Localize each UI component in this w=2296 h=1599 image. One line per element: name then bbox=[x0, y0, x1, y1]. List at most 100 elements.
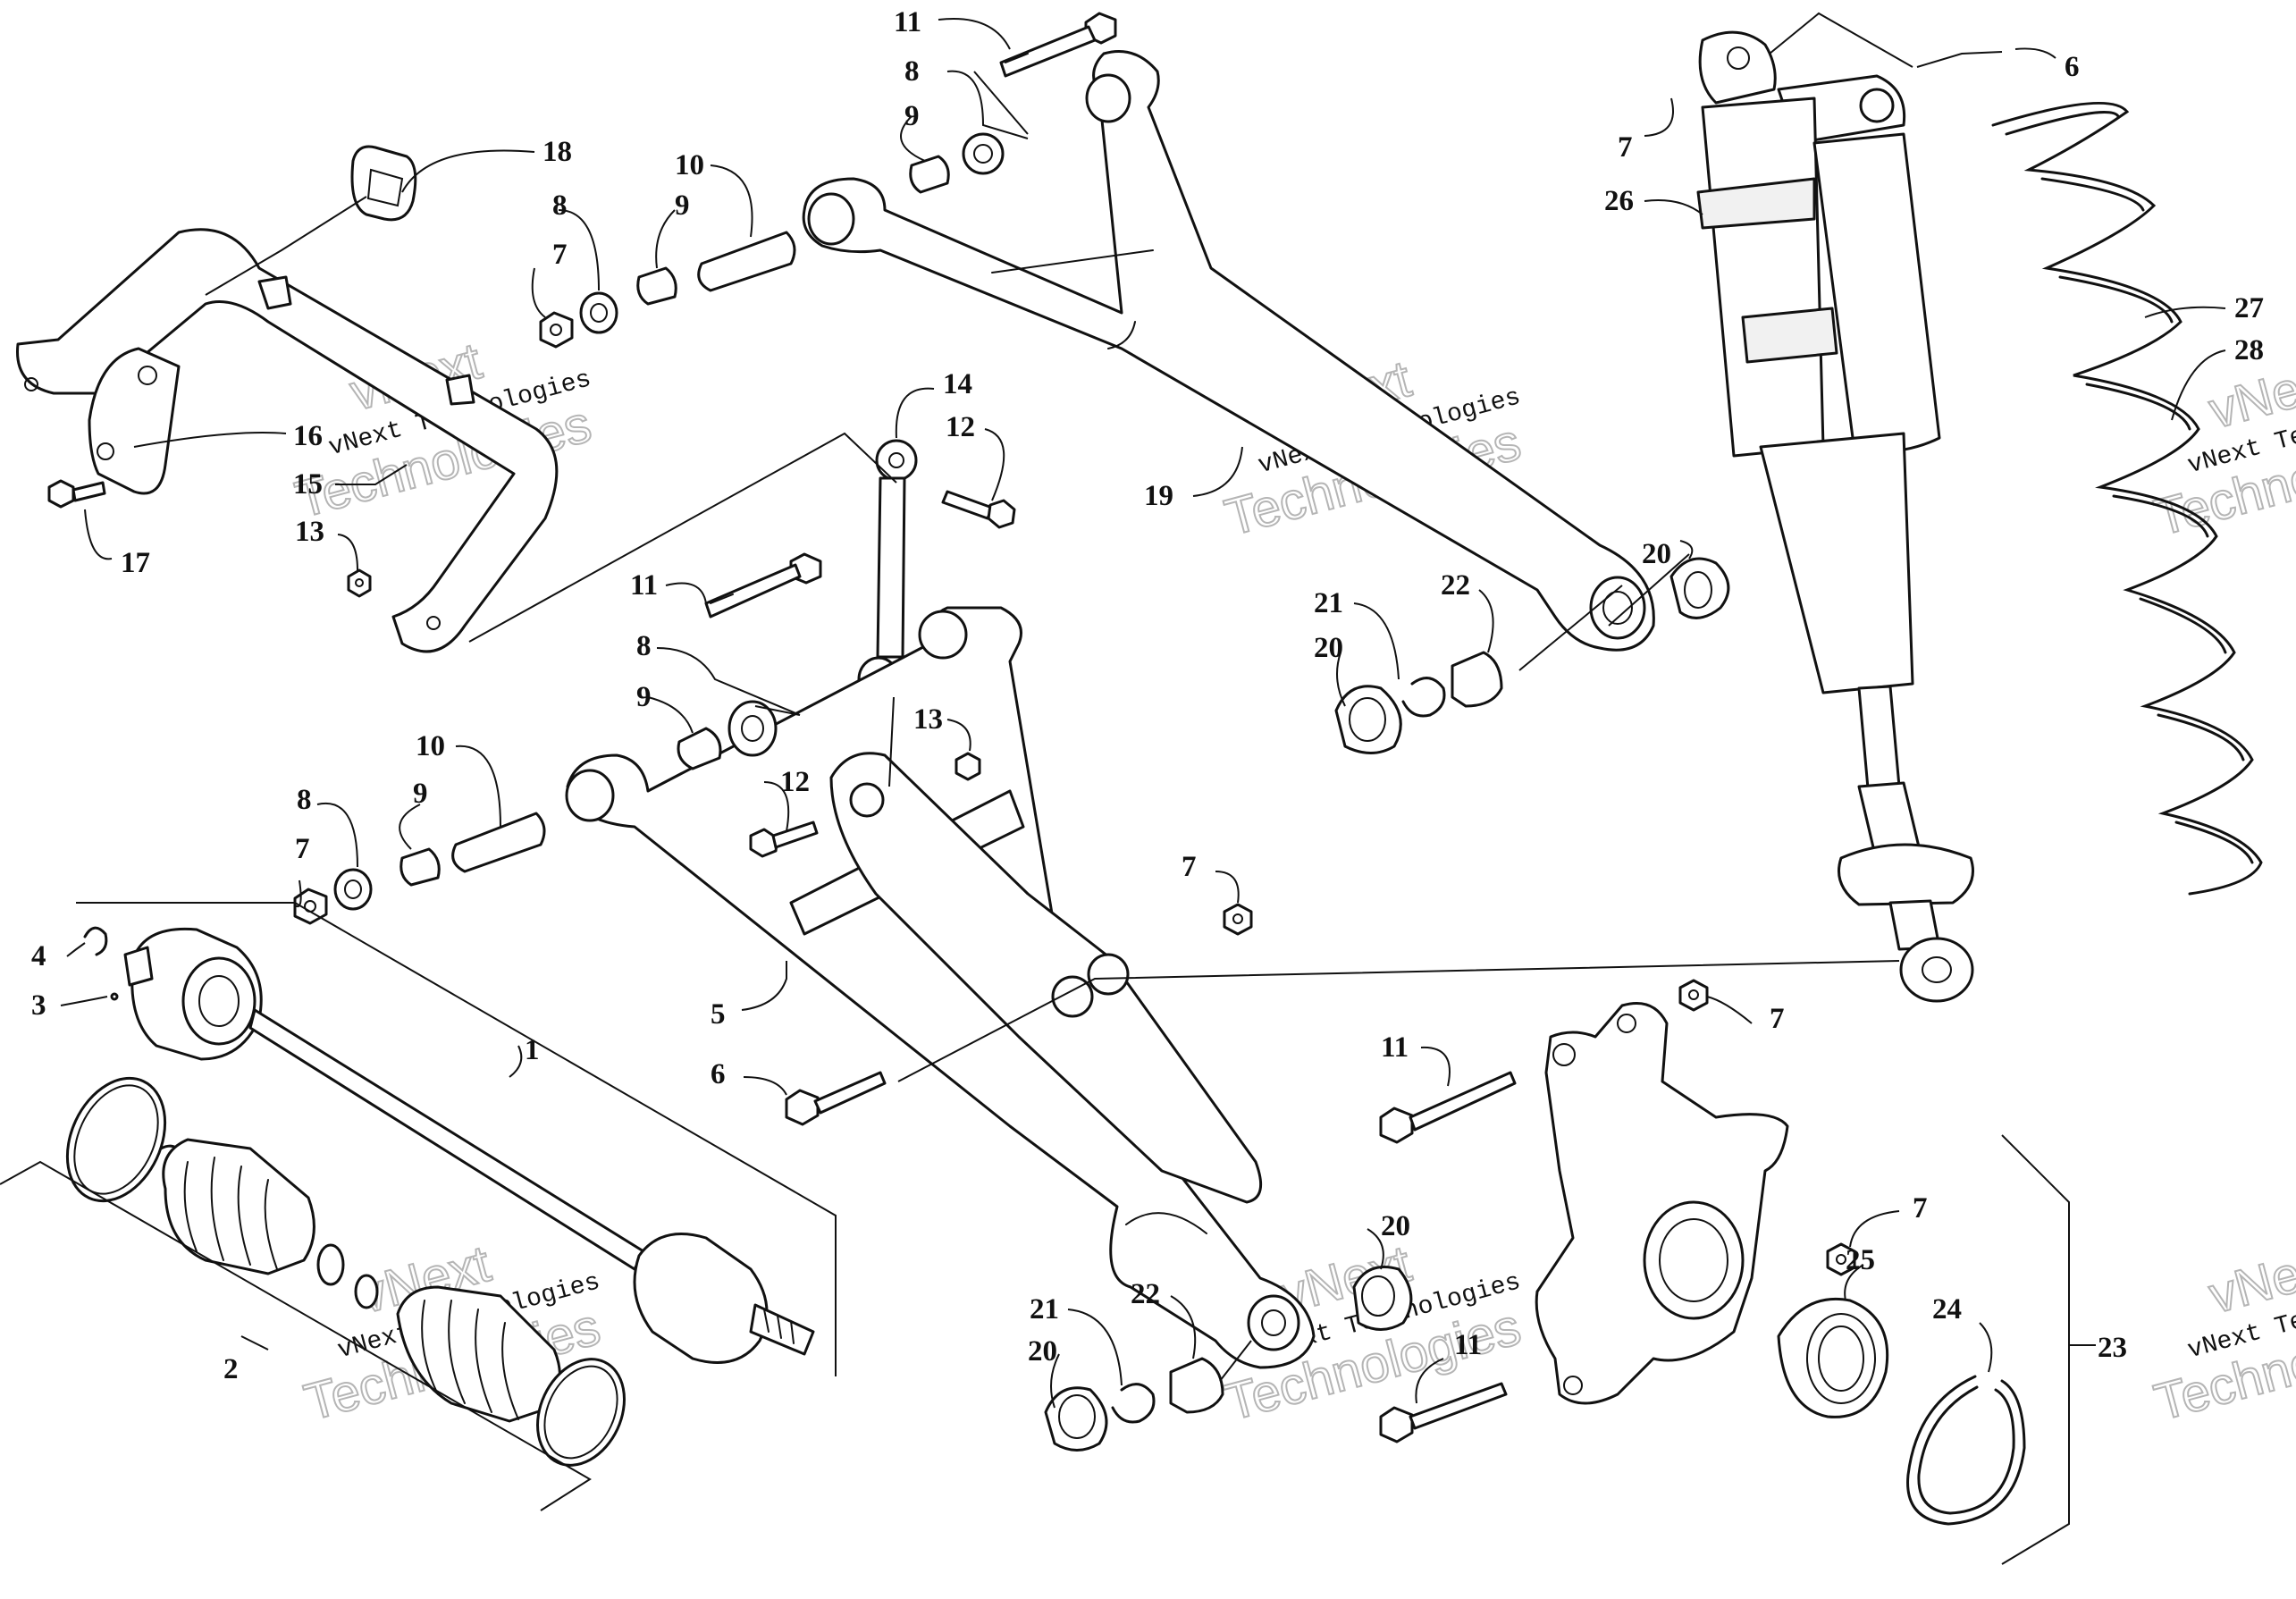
callout-8-lower: 8 bbox=[297, 784, 312, 816]
band-lower bbox=[1741, 307, 1838, 364]
snap-ring-21-upper bbox=[1401, 677, 1446, 718]
callout-7-upper-left: 7 bbox=[552, 239, 568, 271]
callout-22-lower: 22 bbox=[1131, 1278, 1160, 1310]
stabilizer-bar bbox=[16, 228, 559, 653]
snap-ring-24 bbox=[1906, 1375, 2026, 1526]
bar-clip bbox=[445, 374, 475, 406]
callout-11-knuckle: 11 bbox=[1381, 1031, 1409, 1064]
callout-22-upper: 22 bbox=[1441, 569, 1470, 602]
callout-7-center: 7 bbox=[1182, 851, 1197, 883]
snap-ring-4 bbox=[83, 926, 108, 956]
callout-5: 5 bbox=[711, 998, 726, 1031]
ball-stud-22-upper bbox=[1451, 651, 1503, 708]
upper-a-arm-assembly bbox=[539, 12, 1655, 652]
shock-mount-hole bbox=[1051, 975, 1094, 1018]
callout-24: 24 bbox=[1932, 1293, 1962, 1325]
washer-8-mid bbox=[727, 700, 778, 757]
bolt-12-upper bbox=[941, 490, 1016, 529]
callout-3: 3 bbox=[31, 989, 46, 1022]
callout-7-knuckle: 7 bbox=[1770, 1003, 1785, 1035]
shock-body bbox=[1701, 97, 1825, 458]
watermarks: vNext vNext Technologies Technologies vN… bbox=[289, 331, 2296, 1433]
callout-20-upper-left: 20 bbox=[1314, 632, 1343, 664]
svg-text:vNext: vNext bbox=[2203, 1234, 2296, 1325]
callout-20-lower-left: 20 bbox=[1028, 1335, 1057, 1368]
snap-ring-21-lower bbox=[1111, 1383, 1156, 1424]
callout-6-lower: 6 bbox=[711, 1058, 726, 1090]
lower-arm-bushing-end bbox=[918, 610, 968, 660]
bushing-9-lower bbox=[399, 847, 441, 887]
ball-joint-cap-20-lower-right bbox=[1352, 1266, 1413, 1331]
shock-absorber-assembly bbox=[1696, 30, 2263, 1003]
shock-lower-body bbox=[1759, 432, 1914, 694]
callout-17: 17 bbox=[121, 547, 150, 579]
sleeve-10-upper bbox=[697, 231, 796, 292]
callout-8-upper-left: 8 bbox=[552, 189, 568, 222]
coil-spring bbox=[1991, 101, 2263, 896]
shock-bottom-eye bbox=[1899, 937, 1974, 1003]
nut-7-upper-left bbox=[539, 311, 574, 349]
shock-mount-bracket bbox=[829, 752, 1263, 1204]
callout-labels: 1 2 3 4 5 6 6 7 7 7 7 7 7 8 8 8 8 9 9 9 … bbox=[31, 6, 2264, 1385]
callout-26: 26 bbox=[1604, 185, 1634, 217]
lower-a-arm bbox=[566, 606, 1316, 1369]
nut-7-lower-left bbox=[293, 888, 328, 925]
stabilizer-bar-assembly bbox=[16, 145, 559, 653]
ball-joint-lower bbox=[1247, 1294, 1300, 1351]
reservoir bbox=[1812, 132, 1941, 454]
nut-7-knuckle bbox=[1826, 1242, 1856, 1276]
bar-end-hole bbox=[426, 616, 441, 630]
bushing-9-top bbox=[909, 155, 950, 194]
callout-23: 23 bbox=[2098, 1332, 2127, 1364]
callout-11-top: 11 bbox=[894, 6, 921, 38]
callout-8-mid: 8 bbox=[636, 630, 652, 662]
sway-link-rod bbox=[876, 476, 906, 659]
link-mount-hole bbox=[849, 782, 885, 818]
leader-lines bbox=[0, 12, 2226, 1565]
callout-12-lower: 12 bbox=[780, 766, 810, 798]
callout-4: 4 bbox=[31, 940, 46, 972]
bolt-11-knuckle-top bbox=[1379, 1071, 1517, 1144]
boot-clamp-large bbox=[65, 1076, 167, 1203]
watermark: vNext vNext Technologies Technologies bbox=[2148, 1233, 2296, 1433]
callout-13-top: 13 bbox=[295, 516, 324, 548]
a-arm-bushing-end bbox=[807, 192, 855, 246]
callout-12-upper: 12 bbox=[946, 411, 975, 443]
ball-joint-cap-20-lower-left bbox=[1044, 1386, 1108, 1452]
callout-13-lower: 13 bbox=[913, 703, 943, 736]
washer-8-top bbox=[962, 132, 1005, 175]
bolt-11-top bbox=[999, 12, 1117, 78]
washer-8-lower bbox=[333, 868, 373, 911]
callout-8-top: 8 bbox=[904, 55, 920, 88]
nut-13-top bbox=[347, 568, 372, 598]
bushing-18 bbox=[350, 145, 417, 222]
ball-joint-hardware bbox=[1044, 557, 1730, 1452]
bushing-9-upper-left bbox=[636, 266, 677, 306]
bushing-18-slot bbox=[366, 168, 404, 207]
lower-arm-bushing-end bbox=[565, 769, 615, 822]
nut-7-center bbox=[1223, 903, 1253, 936]
callout-27: 27 bbox=[2234, 292, 2264, 324]
callout-16: 16 bbox=[293, 420, 323, 452]
shock-top-eye bbox=[1698, 30, 1777, 105]
upper-a-arm bbox=[802, 50, 1655, 652]
ball-stud-22-lower bbox=[1169, 1357, 1224, 1414]
callout-25: 25 bbox=[1846, 1244, 1875, 1276]
callout-10-upper: 10 bbox=[675, 149, 704, 181]
bolt-11-knuckle-bottom bbox=[1379, 1382, 1508, 1443]
callout-21-upper: 21 bbox=[1314, 587, 1343, 619]
bushing-9-mid bbox=[677, 727, 722, 770]
bolt-17 bbox=[47, 479, 106, 509]
collar-26 bbox=[1696, 177, 1816, 230]
bolt-11-mid bbox=[704, 552, 822, 619]
bolt-12-lower bbox=[749, 821, 819, 858]
knuckle bbox=[1535, 1002, 1789, 1405]
callout-6-top: 6 bbox=[2065, 51, 2080, 83]
nut-7-knuckle-top bbox=[1678, 979, 1709, 1012]
callout-11-mid: 11 bbox=[630, 569, 658, 602]
ball-3 bbox=[110, 992, 119, 1001]
callout-9-top: 9 bbox=[904, 100, 920, 132]
ball-joint-socket bbox=[1589, 576, 1646, 640]
shock-mount-hole bbox=[1087, 953, 1130, 996]
